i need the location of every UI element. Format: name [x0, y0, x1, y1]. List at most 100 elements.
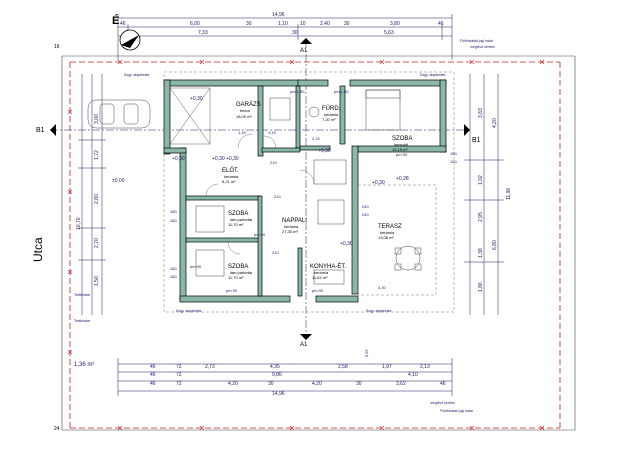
- dim-text: 2,58: [338, 364, 348, 370]
- opening-label: pm 90: [226, 288, 238, 293]
- room-floor: kerámia: [284, 224, 299, 229]
- room-name: TERASZ: [378, 224, 402, 230]
- opening-label: pm 90: [312, 288, 324, 293]
- section-label: B1: [472, 137, 481, 144]
- opening-label: 210: [274, 194, 281, 199]
- dim-text: 1,86: [478, 282, 484, 292]
- room-name: SZOBA: [228, 211, 248, 217]
- dim-text: 1,02: [478, 175, 484, 185]
- opening-label: 240: [362, 204, 369, 209]
- opening-label: 180: [170, 274, 177, 279]
- dim-text: 46: [440, 381, 446, 387]
- dim-text: 3,62: [396, 381, 406, 387]
- dim-text: 46: [150, 381, 156, 387]
- room-floor: kerámia: [314, 270, 329, 275]
- dim-text: 46: [438, 21, 444, 27]
- opening-label: 2,15: [312, 136, 321, 141]
- dim-text: 30: [246, 21, 252, 27]
- opening-label: pm 90: [396, 152, 408, 157]
- opening-label: 210: [272, 250, 279, 255]
- dim-text: 9,86: [272, 372, 282, 378]
- opening-label: pm 1,80: [334, 89, 349, 94]
- property-boundary: [69, 61, 561, 429]
- dim-text: 72: [176, 364, 182, 370]
- elevation-text: +0,30: [172, 156, 185, 162]
- top-dimension-lines: [117, 14, 453, 60]
- room-name: SZOBA: [228, 264, 248, 270]
- room-floor: lam.parketta: [230, 270, 253, 275]
- terrace-outline: [163, 71, 455, 313]
- garage-hatch: [169, 87, 211, 145]
- dim-text: 4,20: [492, 118, 498, 128]
- opening-label: pm 1,80: [290, 89, 305, 94]
- elevation-text: +0,30: [212, 156, 225, 162]
- elevation-text: +0,30: [372, 180, 385, 186]
- corner-mark: 16: [54, 44, 60, 50]
- dim-text: 46: [120, 21, 126, 27]
- boundary-x-marks: [67, 59, 545, 431]
- dim-text: 14,96: [272, 391, 285, 397]
- room-area: 18,00 m²: [236, 114, 252, 119]
- room-floor: lam.parketta: [230, 217, 253, 222]
- dim-text: 30: [292, 30, 298, 36]
- annotation: Telekhatár: [74, 319, 91, 323]
- dim-text: 14,96: [272, 12, 285, 18]
- opening-label: 180: [170, 209, 177, 214]
- annotation: meglévő kerítés: [430, 401, 455, 405]
- street-label: Utca: [31, 237, 45, 262]
- section-markers: [50, 38, 470, 340]
- area-note: 1,36 m²: [74, 362, 94, 368]
- room-area: 11,70 m²: [228, 222, 244, 227]
- opening-label: pm 90: [254, 232, 266, 237]
- dim-text: 1,50: [94, 276, 100, 286]
- room-area: 15,15 m²: [392, 147, 408, 152]
- room-area: 11,70 m²: [228, 275, 244, 280]
- room-name: FÜRD.: [322, 105, 341, 112]
- dim-text: 30: [356, 381, 362, 387]
- dim-text: 2,73: [205, 364, 215, 370]
- annotation: Földhivatali jogi határ: [460, 39, 494, 43]
- dim-text: 3,83: [478, 108, 484, 118]
- dim-text: 3,00: [94, 114, 100, 124]
- room-area: 11,62 m²: [312, 275, 328, 280]
- dim-text: 5,87: [364, 348, 369, 357]
- room-floor: kerámia: [324, 112, 339, 117]
- annotation: Szgy. alaptestek: [366, 309, 392, 313]
- dim-text: 46: [150, 372, 156, 378]
- room-name: SZOBA: [392, 136, 412, 142]
- dim-text: 5,63: [384, 30, 394, 36]
- opening-label: 180: [170, 266, 177, 271]
- annotation: Szgy. alaptestek: [420, 73, 446, 77]
- section-label: A1: [300, 48, 308, 54]
- room-area: 13,06 m²: [378, 235, 394, 240]
- opening-label: 150: [450, 159, 457, 164]
- dim-text: 2,40: [320, 21, 330, 27]
- room-area: 8,21 m²: [222, 179, 236, 184]
- furniture: [87, 89, 422, 285]
- north-arrow-icon: [119, 29, 141, 51]
- opening-label: 150: [450, 151, 457, 156]
- dim-text: 72: [176, 381, 182, 387]
- dim-text: 6,00: [190, 21, 200, 27]
- dim-text: 4,10: [408, 372, 418, 378]
- dim-text: 6,80: [492, 240, 498, 250]
- annotation: Szgy. alaptestek: [176, 309, 202, 313]
- dim-text: 10: [300, 21, 306, 27]
- dim-text: 2,13: [420, 364, 430, 370]
- text-layer: É Utca A1 A1 B1 B1 GARÁZS beton 18,00 m²…: [31, 12, 512, 432]
- dim-text: 30: [268, 381, 274, 387]
- dim-text: 4,35: [270, 364, 280, 370]
- opening-label: 240: [362, 212, 369, 217]
- elevation-text: ±0,00: [112, 178, 125, 184]
- room-floor: kerámia: [224, 174, 239, 179]
- dim-text: 2,95: [478, 212, 484, 222]
- dim-text: 72: [176, 372, 182, 378]
- dim-text: 11,96: [506, 188, 512, 200]
- elevation-text: +0,30: [190, 96, 203, 102]
- room-floor: laminált: [394, 142, 409, 147]
- dim-text: 46: [150, 364, 156, 370]
- dim-text: 1,10: [278, 21, 288, 27]
- dim-text: 4,20: [228, 381, 238, 387]
- opening-label: 210: [270, 160, 277, 165]
